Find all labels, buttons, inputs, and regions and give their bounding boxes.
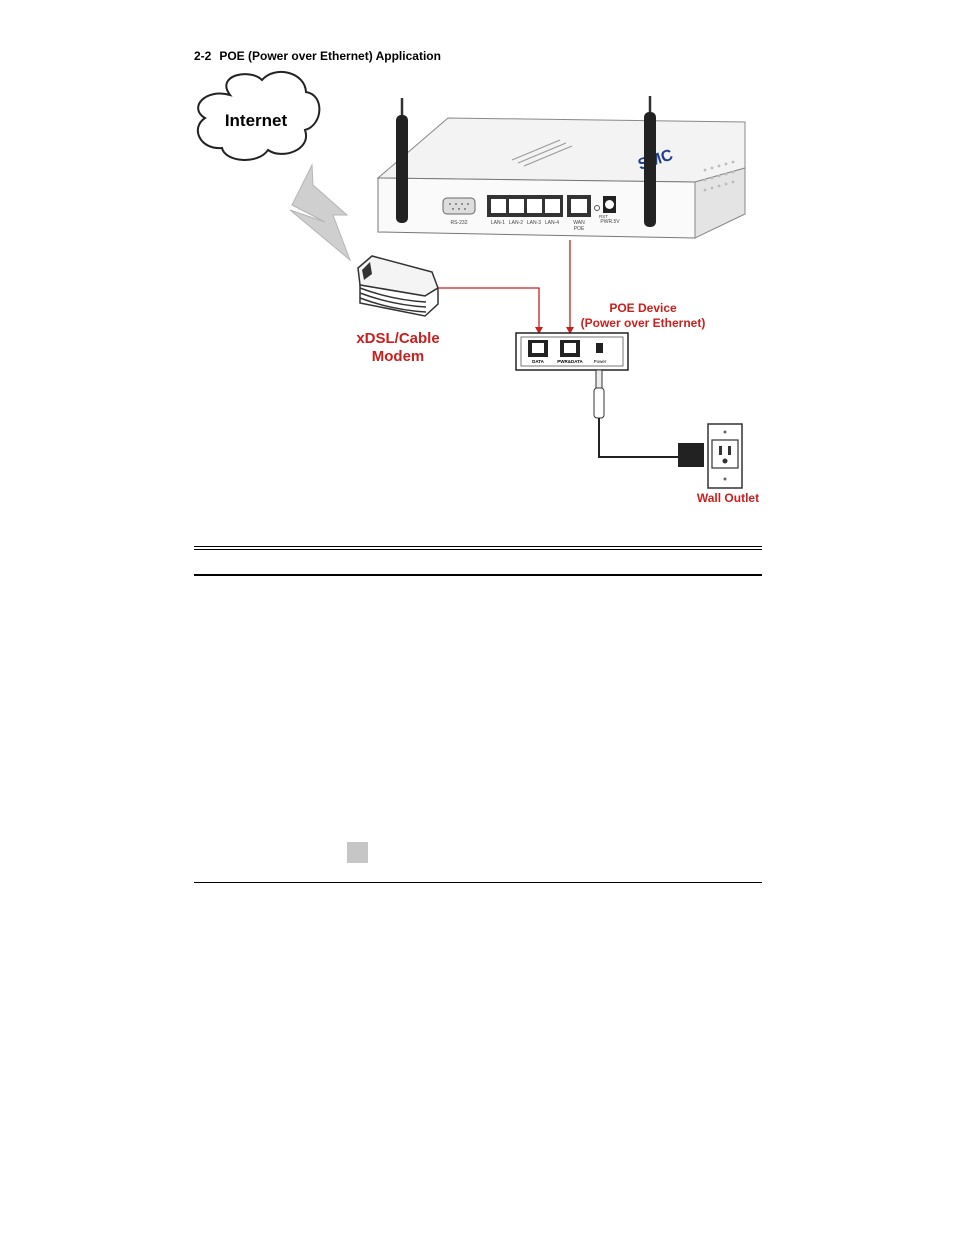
- poe-application-diagram: Internet SMC RS-232: [196, 71, 759, 505]
- table-header-rule: [194, 574, 762, 576]
- wall-outlet-label: Wall Outlet: [697, 491, 759, 505]
- lan2-port: [509, 199, 524, 213]
- poe-power-label: Power: [594, 359, 607, 364]
- wan-poe-port: [571, 199, 587, 213]
- antenna-left: [396, 98, 408, 223]
- lan3-port: [527, 199, 542, 213]
- lan2-label: LAN-2: [509, 220, 523, 226]
- wall-outlet: [707, 423, 743, 489]
- lan3-label: LAN-3: [527, 220, 541, 226]
- wan-label: WAN: [573, 220, 585, 226]
- modem-to-poe-cable: [438, 287, 540, 333]
- gray-square-marker: [347, 842, 368, 863]
- modem-label-line1: xDSL/Cable: [356, 330, 439, 347]
- poe-power-jack: [596, 343, 603, 353]
- rs232-port: [442, 197, 476, 215]
- internet-cloud: Internet: [196, 71, 321, 161]
- poe-device: DATA PWR&DATA Power: [515, 332, 629, 371]
- poe-pwr-data-label: PWR&DATA: [557, 359, 583, 364]
- rst-label: RST: [599, 214, 608, 219]
- router-device: SMC RS-232 LAN-1 LAN-2 LAN-3 LAN-4 WAN P…: [376, 117, 746, 239]
- section-title: POE (Power over Ethernet) Application: [219, 49, 441, 63]
- internet-label: Internet: [225, 111, 288, 130]
- lan1-label: LAN-1: [491, 220, 505, 226]
- lan4-label: LAN-4: [545, 220, 559, 226]
- table-bottom-rule: [194, 882, 762, 883]
- lightning-bolt-icon: [289, 163, 352, 262]
- table-top-rule-1: [194, 546, 762, 547]
- antenna-right: [644, 96, 656, 227]
- power-adapter-cable: [593, 369, 704, 467]
- lan1-port: [491, 199, 506, 213]
- rs232-label: RS-232: [451, 220, 468, 226]
- poe-label: POE: [574, 226, 585, 232]
- poe-label-line1: POE Device: [609, 301, 677, 315]
- section-heading: 2-2 POE (Power over Ethernet) Application: [194, 49, 441, 63]
- poe-label-line2: (Power over Ethernet): [581, 316, 706, 330]
- pwr-label: PWR.5V: [600, 219, 620, 225]
- modem-device: [357, 255, 439, 317]
- poe-data-label: DATA: [532, 359, 545, 364]
- section-number: 2-2: [194, 49, 212, 63]
- modem-label-line2: Modem: [372, 348, 425, 365]
- lan4-port: [545, 199, 560, 213]
- table-top-rule-2: [194, 549, 762, 550]
